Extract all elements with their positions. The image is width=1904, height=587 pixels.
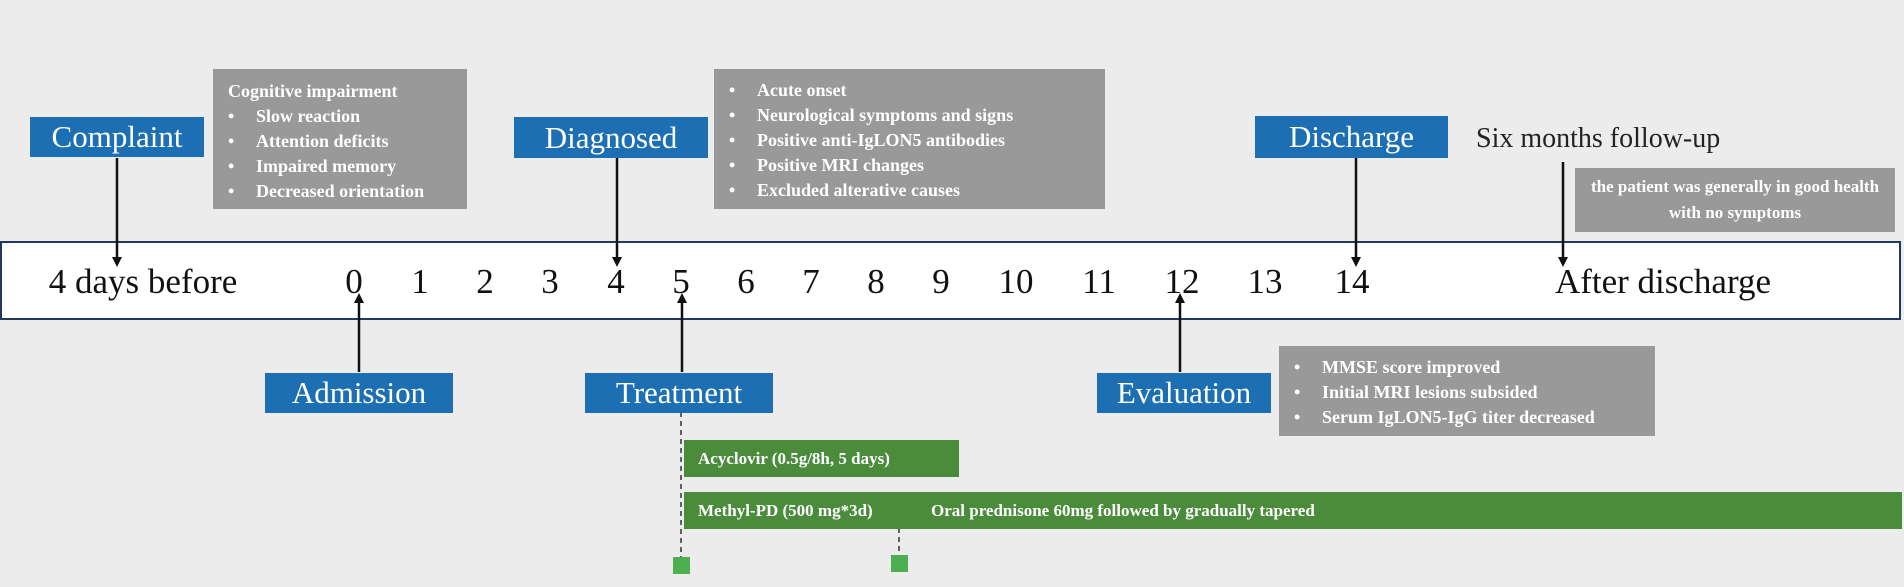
- evaluation-results-list: MMSE score improved Initial MRI lesions …: [1294, 355, 1655, 430]
- follow-up-label: Six months follow-up: [1476, 123, 1721, 154]
- day-tick-14: 14: [1334, 262, 1370, 301]
- diagnosis-criteria-item: Acute onset: [729, 78, 1105, 103]
- evaluation-result-item: MMSE score improved: [1294, 355, 1655, 380]
- day-tick-5: 5: [672, 262, 690, 301]
- diagnosis-criteria-item: Positive MRI changes: [729, 153, 1105, 178]
- evaluation-results-note: MMSE score improved Initial MRI lesions …: [1279, 346, 1655, 436]
- timeline-end-label: After discharge: [1554, 262, 1772, 301]
- acyclovir-bar: Acyclovir (0.5g/8h, 5 days): [684, 440, 959, 477]
- timeline-start-label: 4 days before: [48, 262, 238, 301]
- complaint-symptom-item: Attention deficits: [228, 129, 467, 154]
- evaluation-event-box: Evaluation: [1097, 373, 1271, 413]
- evaluation-result-item: Serum IgLON5-IgG titer decreased: [1294, 405, 1655, 430]
- diagnosis-criteria-item: Positive anti-IgLON5 antibodies: [729, 128, 1105, 153]
- diagnosis-criteria-note: Acute onset Neurological symptoms and si…: [714, 69, 1105, 209]
- follow-up-note: the patient was generally in good health…: [1575, 168, 1895, 232]
- timeline-band: [0, 241, 1901, 320]
- day-tick-6: 6: [737, 262, 755, 301]
- day-tick-1: 1: [411, 262, 429, 301]
- complaint-symptom-list: Slow reaction Attention deficits Impaire…: [228, 104, 467, 204]
- day-tick-11: 11: [1082, 262, 1116, 301]
- day-tick-13: 13: [1247, 262, 1283, 301]
- admission-event-box: Admission: [265, 373, 453, 413]
- evaluation-result-item: Initial MRI lesions subsided: [1294, 380, 1655, 405]
- diagnosis-criteria-item: Excluded alterative causes: [729, 178, 1105, 203]
- day-tick-2: 2: [476, 262, 494, 301]
- day-tick-9: 9: [932, 262, 950, 301]
- day-tick-8: 8: [867, 262, 885, 301]
- complaint-note-heading: Cognitive impairment: [228, 81, 398, 101]
- diagnosis-criteria-item: Neurological symptoms and signs: [729, 103, 1105, 128]
- complaint-symptom-item: Decreased orientation: [228, 179, 467, 204]
- complaint-event-box: Complaint: [30, 117, 204, 157]
- day-tick-4: 4: [607, 262, 625, 301]
- treatment-start-marker: [673, 557, 690, 574]
- discharge-event-box: Discharge: [1255, 116, 1448, 158]
- methyl-pd-bar: Methyl-PD (500 mg*3d): [684, 492, 899, 529]
- diagnosed-event-box: Diagnosed: [514, 117, 708, 158]
- day-tick-3: 3: [541, 262, 559, 301]
- prednisone-bar: Oral prednisone 60mg followed by gradual…: [899, 492, 1902, 529]
- prednisone-start-marker: [891, 555, 908, 572]
- diagnosis-criteria-list: Acute onset Neurological symptoms and si…: [729, 78, 1105, 203]
- day-tick-7: 7: [802, 262, 820, 301]
- day-tick-0: 0: [345, 262, 363, 301]
- complaint-symptom-item: Slow reaction: [228, 104, 467, 129]
- treatment-event-box: Treatment: [585, 373, 773, 413]
- complaint-symptoms-note: Cognitive impairment Slow reaction Atten…: [213, 69, 467, 209]
- day-tick-10: 10: [998, 262, 1034, 301]
- complaint-symptom-item: Impaired memory: [228, 154, 467, 179]
